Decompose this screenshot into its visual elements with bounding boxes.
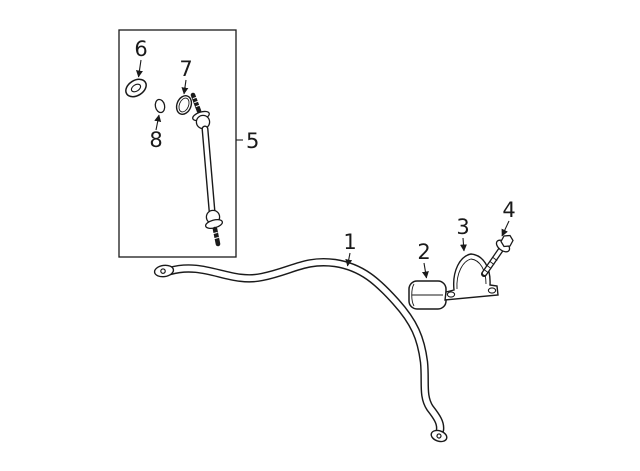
link-bottom-stud: [212, 226, 221, 247]
arrow-2: [421, 262, 429, 279]
bolt-threads: [483, 257, 498, 273]
bracket-hole-right: [487, 287, 497, 294]
callout-1: 1: [343, 230, 356, 254]
bar-left-eyelet: [153, 264, 175, 278]
bolt: [481, 234, 514, 277]
bushing: [408, 280, 447, 310]
callout-5: 5: [246, 129, 259, 153]
stabilizer-link: [190, 92, 224, 247]
grommet-washer: [125, 78, 147, 98]
bracket-hole-left: [446, 291, 456, 298]
bushing-seam: [411, 283, 415, 307]
bracket: [444, 253, 499, 301]
callout-8: 8: [149, 128, 162, 152]
callout-6: 6: [134, 37, 147, 61]
bar-highlight: [167, 259, 443, 433]
arrow-4: [501, 220, 510, 237]
callout-3: 3: [456, 215, 469, 239]
bar-bottom-eyelet: [430, 429, 448, 443]
o-ring: [175, 95, 193, 115]
stabilizer-bar: [153, 257, 448, 443]
arrow-8: [154, 114, 162, 131]
callout-2: 2: [417, 240, 430, 264]
bar-outline: [165, 257, 445, 435]
arrow-6: [135, 59, 143, 78]
retainer-ring: [154, 98, 166, 114]
callout-arrows: [135, 59, 510, 279]
arrow-1: [345, 252, 353, 267]
bolt-hex-head: [500, 234, 514, 248]
arrow-3: [460, 237, 467, 252]
callout-7: 7: [179, 57, 192, 81]
arrow-7: [181, 79, 189, 95]
callout-4: 4: [502, 198, 515, 222]
